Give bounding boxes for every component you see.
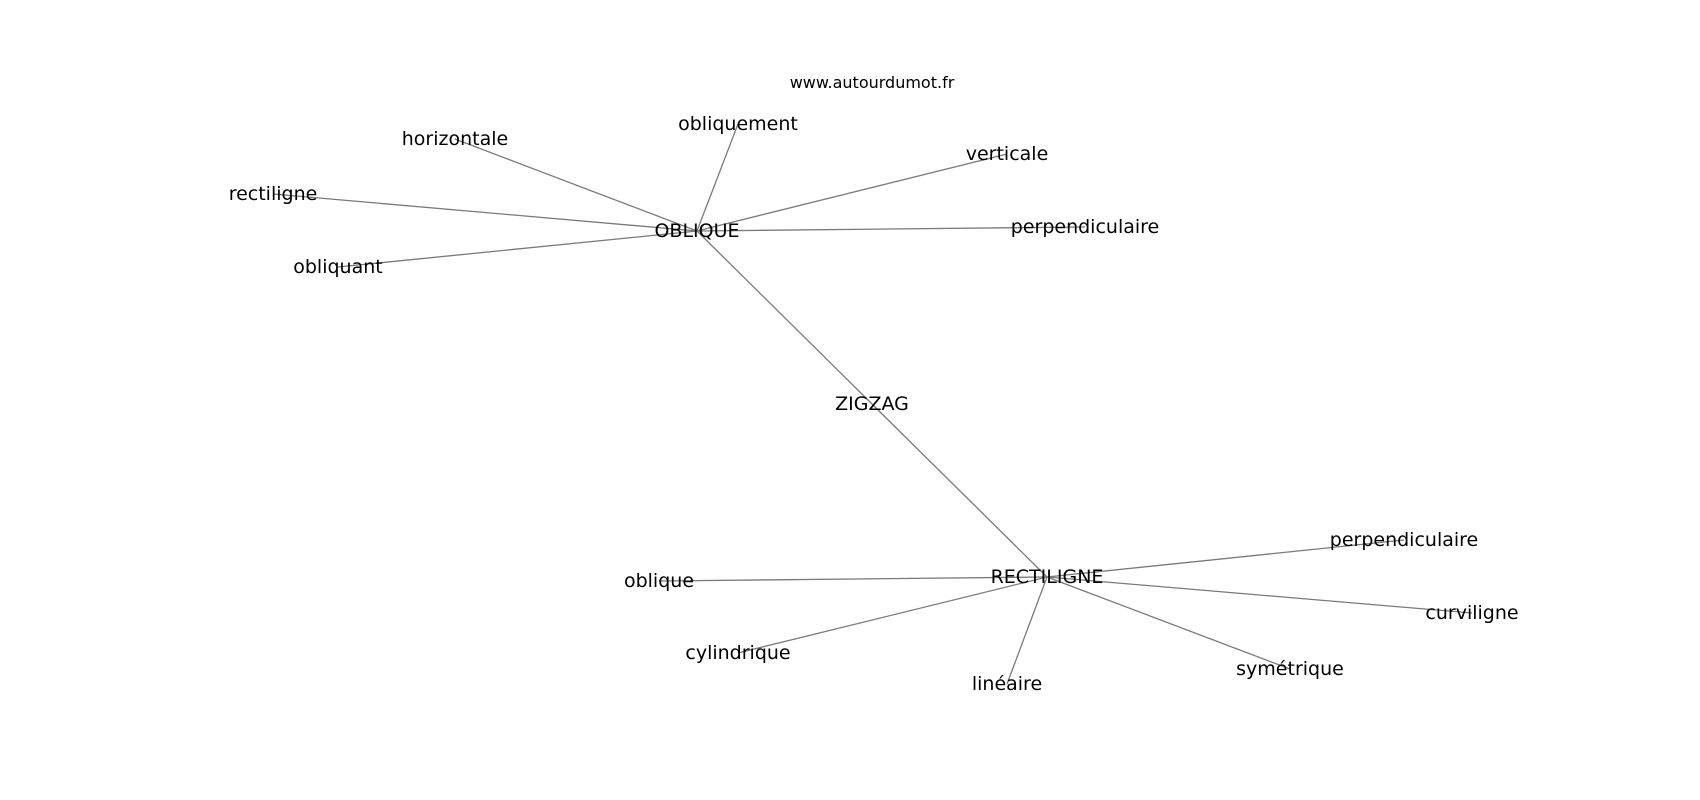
edge-oblique_hub-obliquement xyxy=(696,123,739,232)
labels-layer: ZIGZAG OBLIQUE RECTILIGNE horizontale obliqu… xyxy=(229,113,1519,695)
node-obliquant: obliquant xyxy=(293,256,382,278)
node-perpendiculaire_top: perpendiculaire xyxy=(1011,216,1159,238)
node-curviligne: curviligne xyxy=(1425,602,1518,624)
node-zigzag: ZIGZAG xyxy=(835,393,909,415)
edge-rectiligne_hub-symetrique xyxy=(1046,576,1291,670)
node-obliquement: obliquement xyxy=(678,113,798,135)
node-rectiligne_hub: RECTILIGNE xyxy=(991,566,1104,588)
edge-rectiligne_hub-lineaire xyxy=(1006,576,1048,685)
edge-rectiligne_hub-perpendiculaire_bottom xyxy=(1046,539,1405,578)
edge-rectiligne_hub-curviligne xyxy=(1046,576,1473,614)
node-lineaire: linéaire xyxy=(972,673,1042,695)
edge-rectiligne_hub-oblique xyxy=(658,576,1048,582)
edge-oblique_hub-verticale xyxy=(696,153,1008,232)
edges-layer xyxy=(272,123,1473,685)
source-label: www.autourdumot.fr xyxy=(790,73,955,92)
edge-rectiligne_hub-cylindrique xyxy=(737,576,1048,654)
node-horizontale: horizontale xyxy=(402,128,508,150)
edge-oblique_hub-obliquant xyxy=(337,230,698,268)
node-rectiligne: rectiligne xyxy=(229,183,318,205)
node-symetrique: symétrique xyxy=(1236,658,1344,680)
edge-zigzag-rectiligne_hub xyxy=(871,403,1048,578)
node-oblique: oblique xyxy=(624,570,694,592)
node-verticale: verticale xyxy=(966,143,1049,165)
edge-oblique_hub-perpendiculaire_top xyxy=(696,226,1086,232)
edge-oblique_hub-rectiligne xyxy=(272,193,698,232)
node-cylindrique: cylindrique xyxy=(685,642,790,664)
edge-oblique_hub-horizontale xyxy=(454,138,698,232)
node-perpendiculaire_bottom: perpendiculaire xyxy=(1330,529,1478,551)
node-oblique_hub: OBLIQUE xyxy=(654,220,739,242)
edge-oblique_hub-zigzag xyxy=(696,230,873,405)
